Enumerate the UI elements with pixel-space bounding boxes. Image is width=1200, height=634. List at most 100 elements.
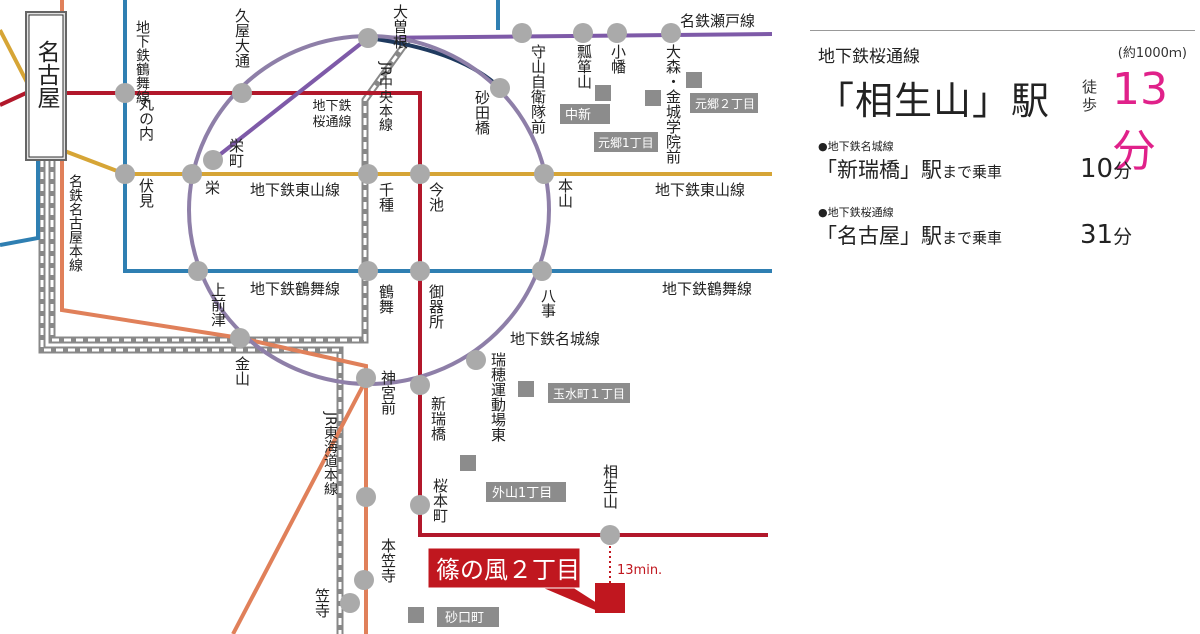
station-marker-chikusa <box>358 164 378 184</box>
place-label-motogo1: 元郷1丁目 <box>598 136 654 150</box>
info-distance: (約1000ｍ) <box>1117 46 1187 61</box>
label-mizuho: 瑞穂運動場東 <box>489 352 507 442</box>
station-marker-hyotan <box>573 23 593 43</box>
station-marker-sakaemachi <box>203 150 223 170</box>
station-marker-tsurumai <box>358 261 378 281</box>
station-marker-hisaya <box>232 83 252 103</box>
label-kasadera: 笠寺 <box>313 588 331 618</box>
label-ozone: 大曽根 <box>391 4 409 49</box>
place-marker-motogo1 <box>645 90 661 106</box>
property-callout <box>427 547 581 589</box>
place-marker-motogo2 <box>686 72 702 88</box>
route-1-time-unit: 分 <box>1113 160 1133 182</box>
route-2-line: ●地下鉄桜通線 <box>818 206 894 219</box>
station-marker-obata <box>607 23 627 43</box>
place-markers: 中新 元郷1丁目 元郷２丁目 玉水町１丁目 外山1丁目 砂口町 <box>408 72 758 627</box>
route-2-station-name: 「名古屋」駅 <box>816 224 942 248</box>
stations <box>115 23 681 613</box>
route-2-station: 「名古屋」駅まで乗車 <box>816 220 1002 250</box>
label-tsurumai-mid: 地下鉄鶴舞線 <box>250 280 340 298</box>
property-name: 篠の風２丁目 <box>436 556 580 584</box>
place-marker-nakamise <box>595 85 611 101</box>
sakuradori-line <box>0 91 768 537</box>
info-divider <box>810 30 1195 31</box>
label-fushimi: 伏見 <box>137 178 155 209</box>
line-labels: 名鉄瀬戸線 地下鉄東山線 地下鉄東山線 地下鉄鶴舞線 地下鉄鶴舞線 地下鉄名城線… <box>67 12 755 496</box>
station-marker-motokasadera <box>354 570 374 590</box>
label-higashiyama-mid: 地下鉄東山線 <box>250 181 340 199</box>
label-aioiyama: 相生山 <box>601 464 619 509</box>
nagoya-label: 名古屋 <box>33 40 61 109</box>
route-1-station: 「新瑞橋」駅まで乗車 <box>816 154 1002 184</box>
label-chikusa: 千種 <box>377 182 395 212</box>
station-marker-fushimi <box>115 164 135 184</box>
place-tag-sunaguchi <box>437 607 499 627</box>
label-obata: 小幡 <box>609 44 627 74</box>
label-sakuradori: 地下鉄桜通線 <box>312 99 351 130</box>
station-marker-mizuho <box>466 350 486 370</box>
station-marker-yagoto <box>532 261 552 281</box>
route-2-time-unit: 分 <box>1113 226 1133 248</box>
label-jingu: 神宮前 <box>379 370 397 416</box>
route-2-suffix: まで乗車 <box>942 229 1003 247</box>
station-marker-aioiyama <box>600 525 620 545</box>
label-tsurumai-right: 地下鉄鶴舞線 <box>662 280 752 298</box>
place-label-tamamizu: 玉水町１丁目 <box>553 387 625 401</box>
station-marker-imaike <box>410 164 430 184</box>
property-square <box>595 583 625 613</box>
label-tsurumai-vertical: 地下鉄鶴舞線 <box>134 20 150 104</box>
label-moriyama: 守山自衛隊前 <box>529 44 547 135</box>
station-labels: 大曽根 久屋大通 丸の内 伏見 栄 栄町 砂田橋 守山自衛隊前 瓢箪山 小幡 大… <box>137 4 682 618</box>
info-line-name: 地下鉄桜通線 <box>818 47 920 67</box>
place-label-motogo2: 元郷２丁目 <box>695 97 755 111</box>
label-kamimaezu: 上前津 <box>209 282 227 327</box>
station-marker-motoyama <box>534 164 554 184</box>
route-1-time-num: 10 <box>1080 154 1114 184</box>
label-hyotan: 瓢箪山 <box>575 44 593 89</box>
label-motokasadera: 本笠寺 <box>379 538 397 583</box>
label-sakae: 栄 <box>203 180 221 195</box>
place-label-sunaguchi: 砂口町 <box>445 611 484 626</box>
label-jr-tokaido: JR東海道本線 <box>322 411 338 496</box>
place-tag-motogo1 <box>594 132 658 152</box>
place-tag-motogo2 <box>690 93 758 113</box>
place-label-toyama: 外山1丁目 <box>492 486 552 501</box>
label-marunouchi: 丸の内 <box>137 96 155 142</box>
station-marker-sakae <box>182 164 202 184</box>
place-tag-nakamise <box>560 104 610 124</box>
label-sakuradori-2: 桜通線 <box>312 114 351 130</box>
label-motoyama: 本山 <box>556 178 574 208</box>
label-jr-chuo: JR中央本線 <box>377 61 393 132</box>
nagoya-station-box: 名古屋 <box>25 11 67 161</box>
route-map: 名古屋 名鉄瀬戸線 地下鉄東山線 地下鉄東山線 地下鉄鶴舞線 地下鉄鶴舞線 地下… <box>0 0 773 634</box>
label-sakuramoto: 桜本町 <box>431 478 449 523</box>
label-sunadabashi: 砂田橋 <box>473 90 491 135</box>
route-1-time: 10分 <box>1080 154 1132 184</box>
info-station-name: 「相生山」駅 <box>816 79 1051 123</box>
route-2-time-num: 31 <box>1080 220 1114 250</box>
route-1-line: ●地下鉄名城線 <box>818 140 894 153</box>
label-kanayama: 金山 <box>233 356 251 386</box>
label-tsurumai: 鶴舞 <box>377 284 395 314</box>
station-marker-moriyama <box>512 23 532 43</box>
label-gokiso: 御器所 <box>427 284 445 329</box>
station-marker-kasadera <box>340 593 360 613</box>
info-walk-label: 徒歩 <box>1082 78 1098 114</box>
label-yagoto: 八事 <box>539 288 557 318</box>
place-tag-tamamizu <box>548 383 630 403</box>
station-marker-kanayama <box>230 328 250 348</box>
walk-time-label: 13min. <box>617 563 662 578</box>
route-1-station-name: 「新瑞橋」駅 <box>816 158 942 182</box>
route-1-suffix: まで乗車 <box>942 163 1003 181</box>
station-marker-hon-kasadera <box>356 487 376 507</box>
place-tag-toyama <box>486 482 566 502</box>
label-omori: 大森・金城学院前 <box>664 44 682 165</box>
station-marker-omori <box>661 23 681 43</box>
access-info-panel: 地下鉄桜通線 (約1000ｍ) 「相生山」駅 徒歩 13分 ●地下鉄名城線 「新… <box>810 30 1195 290</box>
label-sakaemachi: 栄町 <box>227 138 245 168</box>
station-marker-jingu <box>356 368 376 388</box>
label-meitetsu-seto: 名鉄瀬戸線 <box>680 12 755 30</box>
station-marker-marunouchi <box>115 83 135 103</box>
label-meijo: 地下鉄名城線 <box>510 330 600 348</box>
station-marker-kamimaezu <box>188 261 208 281</box>
